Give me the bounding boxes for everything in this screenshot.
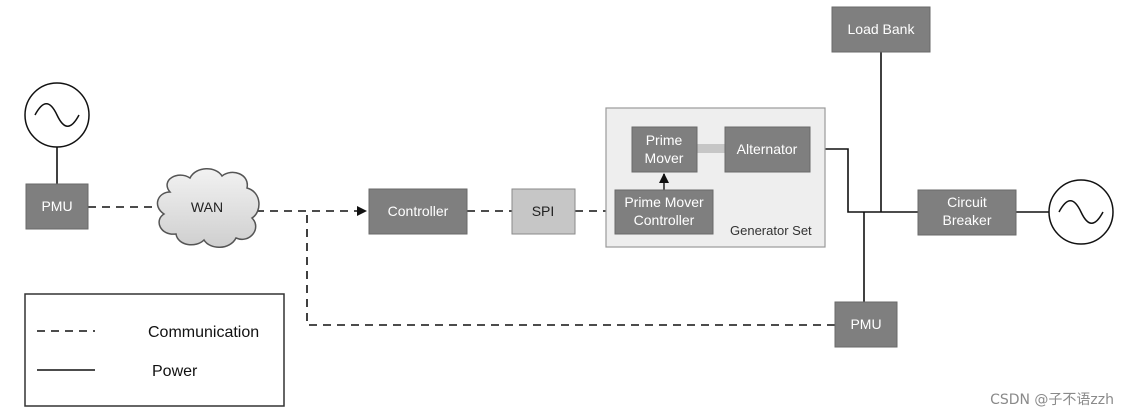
legend: Communication Power: [24, 293, 285, 407]
spi-label: SPI: [532, 203, 555, 219]
power-lines: [56, 52, 1050, 302]
alternator-box: Alternator: [724, 126, 811, 173]
pmu-left-box: PMU: [25, 183, 89, 230]
controller-box: Controller: [368, 188, 468, 235]
legend-power-label: Power: [152, 363, 198, 380]
prime-mover-box: Prime Mover: [631, 126, 698, 173]
wan-label: WAN: [191, 199, 223, 215]
load-bank-box: Load Bank: [831, 6, 931, 53]
prime-mover-label-line1: Prime: [646, 132, 683, 148]
prime-mover-label-line2: Mover: [645, 150, 684, 166]
circuit-breaker-box: Circuit Breaker: [917, 189, 1017, 236]
wan-cloud: WAN: [156, 168, 260, 248]
spi-box: SPI: [511, 188, 576, 235]
prime-mover-controller-box: Prime Mover Controller: [614, 189, 714, 235]
controller-label: Controller: [388, 203, 449, 219]
watermark: CSDN @子不语zzh: [990, 392, 1114, 408]
circuit-breaker-label-line2: Breaker: [942, 212, 991, 228]
ac-source-left: [24, 82, 90, 148]
sine-wave-icon: [1058, 200, 1104, 224]
pm-controller-label-line2: Controller: [634, 212, 695, 228]
cloud-icon: [156, 168, 260, 248]
generator-set-label: Generator Set: [730, 223, 812, 238]
communication-lines: [88, 206, 835, 326]
circuit-breaker-label-line1: Circuit: [947, 194, 987, 210]
ac-source-right: [1048, 179, 1114, 245]
power-line-alternator-bus: [810, 148, 918, 213]
alternator-label: Alternator: [737, 141, 798, 157]
legend-communication-label: Communication: [148, 324, 259, 341]
shaft-connector: [697, 144, 725, 153]
pmu-left-label: PMU: [41, 198, 72, 214]
pmu-bottom-label: PMU: [850, 316, 881, 332]
sine-wave-icon: [34, 103, 80, 127]
load-bank-label: Load Bank: [848, 21, 916, 37]
pmu-bottom-box: PMU: [834, 301, 898, 348]
comm-line-pmu-return: [306, 211, 835, 326]
generator-set-group: Generator Set Prime Mover Alternator Pri…: [605, 107, 826, 248]
pm-controller-label-line1: Prime Mover: [624, 194, 704, 210]
